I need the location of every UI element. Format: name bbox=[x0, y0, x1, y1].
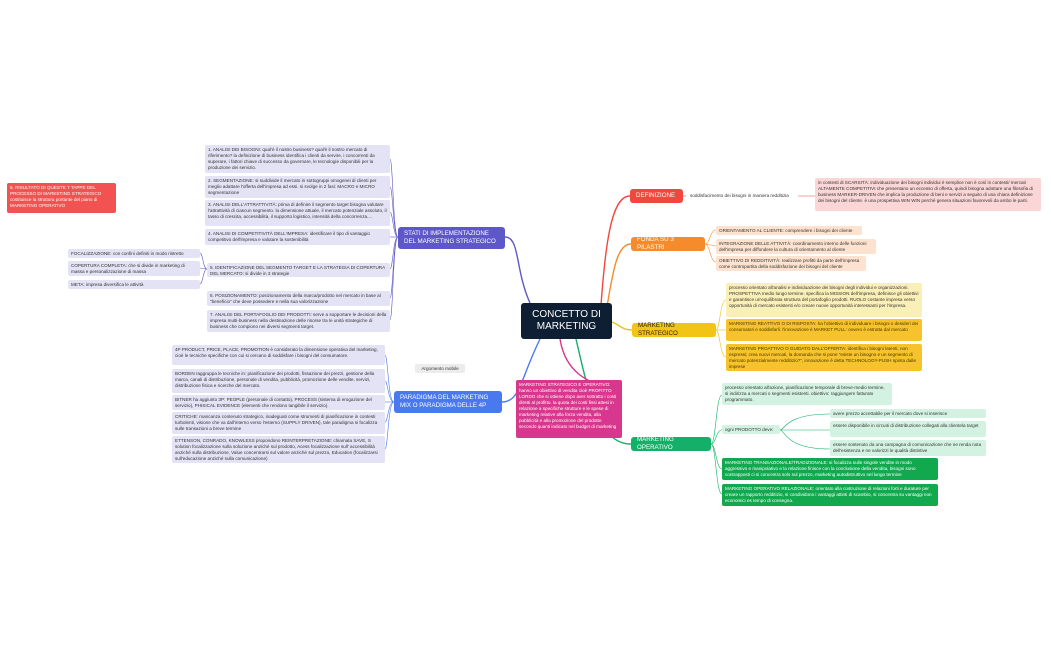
strategico-operativo-node[interactable]: MARKETING STRATEGICO E OPERATIVO: hanno … bbox=[516, 380, 622, 438]
stato-5[interactable]: 5. IDENTIFICAZIONE DEL SEGMENTO TARGET E… bbox=[207, 263, 390, 277]
topic-strategico[interactable]: MARKETING STRATEGICO bbox=[632, 322, 716, 337]
operativo-tradizionale[interactable]: MARKETING TRANSAZIONALE/TRADIZIONALE: si… bbox=[722, 458, 938, 480]
prodotto-distribuzione[interactable]: essere disponibile in circuiti di distri… bbox=[830, 421, 986, 437]
topic-label: MARKETING OPERATIVO bbox=[637, 436, 674, 451]
link-strategico bbox=[611, 321, 633, 331]
operativo-desc[interactable]: processo orientato all'azione, pianifica… bbox=[722, 383, 892, 405]
paradigma-borden[interactable]: BORDEN raggruppa le tecniche in: pianifi… bbox=[172, 369, 385, 393]
paradigma-save[interactable]: ETTENSON, CONRADO, KNOWLESS propondono R… bbox=[172, 436, 385, 463]
pilastro-1[interactable]: ORIENTAMENTO AL CLIENTE: comprendere i b… bbox=[716, 226, 862, 235]
definizione-detail[interactable]: in contesti di SCARSITÀ: individuazione … bbox=[815, 178, 1041, 211]
left-note[interactable]: 5. RISULTATO DI QUESTE 7 TAPPE DEL PROCE… bbox=[7, 183, 116, 213]
topic-label: STATI DI IMPLEMENTAZIONE DEL MARKETING S… bbox=[404, 230, 496, 245]
strategia-copertura[interactable]: COPERTURA COMPLETA: che si divide in mar… bbox=[68, 261, 200, 276]
stato-3[interactable]: 3. ANALISI DELL'ATTRATTIVITÀ: prima di d… bbox=[205, 200, 390, 226]
strategia-focalizzazione[interactable]: FOCALIZZAZIONE: con confini definiti in … bbox=[68, 249, 200, 258]
strategico-proattivo[interactable]: MARKETING PROATTIVO O GUIDATO DALL'OFFER… bbox=[726, 344, 922, 371]
floating-topic[interactable]: Argomento mobile bbox=[415, 364, 465, 373]
topic-pilastri[interactable]: FONDA SU 3 PILASTRI bbox=[631, 236, 705, 251]
pilastro-3[interactable]: OBIETTIVO DI REDDITIVITÀ: realizzare pro… bbox=[716, 256, 866, 271]
prodotto-prezzo[interactable]: avere prezzo accettabile per il mercato … bbox=[830, 409, 986, 418]
topic-operativo[interactable]: MARKETING OPERATIVO bbox=[631, 436, 711, 451]
topic-stati[interactable]: STATI DI IMPLEMENTAZIONE DEL MARKETING S… bbox=[398, 227, 505, 249]
topic-label: PARADIGMA DEL MARKETING MIX O PARADIGMA … bbox=[400, 394, 489, 409]
strategico-desc[interactable]: processo orientato all'analisi e individ… bbox=[726, 283, 922, 317]
topic-label: FONDA SU 3 PILASTRI bbox=[637, 236, 674, 251]
stato-6[interactable]: 6. POSIZIONAMENTO: posizionamento della … bbox=[207, 291, 390, 306]
stato-1[interactable]: 1. ANALISI DEI BISOGNI: qual'è il nostro… bbox=[205, 145, 390, 173]
operativo-relazionale[interactable]: MARKETING OPERATIVO RELAZIONALE: orienta… bbox=[722, 484, 938, 506]
stato-7[interactable]: 7. ANALISI DEL PORTAFOGLIO DEI PRODOTTI:… bbox=[207, 310, 390, 332]
topic-paradigma[interactable]: PARADIGMA DEL MARKETING MIX O PARADIGMA … bbox=[394, 391, 502, 413]
topic-label: DEFINIZIONE bbox=[636, 192, 676, 200]
operativo-prodotto[interactable]: ogni PRODOTTO deve: bbox=[722, 425, 780, 434]
paradigma-4p[interactable]: 4P PRODUCT, PRICE, PLACE, PROMOTION è co… bbox=[172, 345, 385, 365]
paradigma-bitner[interactable]: BITNER ha aggiunto 3P: PEOPLE (personale… bbox=[172, 395, 385, 410]
definizione-child[interactable]: soddisfacimento dei bisogni in maniera r… bbox=[690, 193, 789, 198]
prodotto-comunicazione[interactable]: essere sostenuto da una campagna di comu… bbox=[830, 440, 986, 456]
link-stati bbox=[504, 236, 531, 304]
stato-2[interactable]: 2. SEGMENTAZIONE: si suddivide il mercat… bbox=[205, 176, 390, 198]
link-definizione bbox=[599, 195, 631, 319]
topic-label: MARKETING STRATEGICO bbox=[638, 322, 678, 337]
topic-definizione[interactable]: DEFINIZIONE bbox=[630, 189, 683, 203]
stato-4[interactable]: 4. ANALISI DI COMPETITIVITÀ DELL'IMPRESA… bbox=[205, 229, 390, 245]
strategia-meta[interactable]: META: impresa diversifica le attività bbox=[68, 280, 200, 289]
paradigma-critiche[interactable]: CRITICHE: mancanza contenuto strategico,… bbox=[172, 412, 385, 434]
strategico-reattivo[interactable]: MARKETING REATTIVO O DI RISPOSTA: ha l'o… bbox=[726, 319, 922, 341]
pilastro-2[interactable]: INTEGRAZIONE DELLE ATTIVITÀ: coordinamen… bbox=[716, 239, 876, 254]
center-node[interactable]: CONCETTO DI MARKETING bbox=[521, 303, 612, 339]
